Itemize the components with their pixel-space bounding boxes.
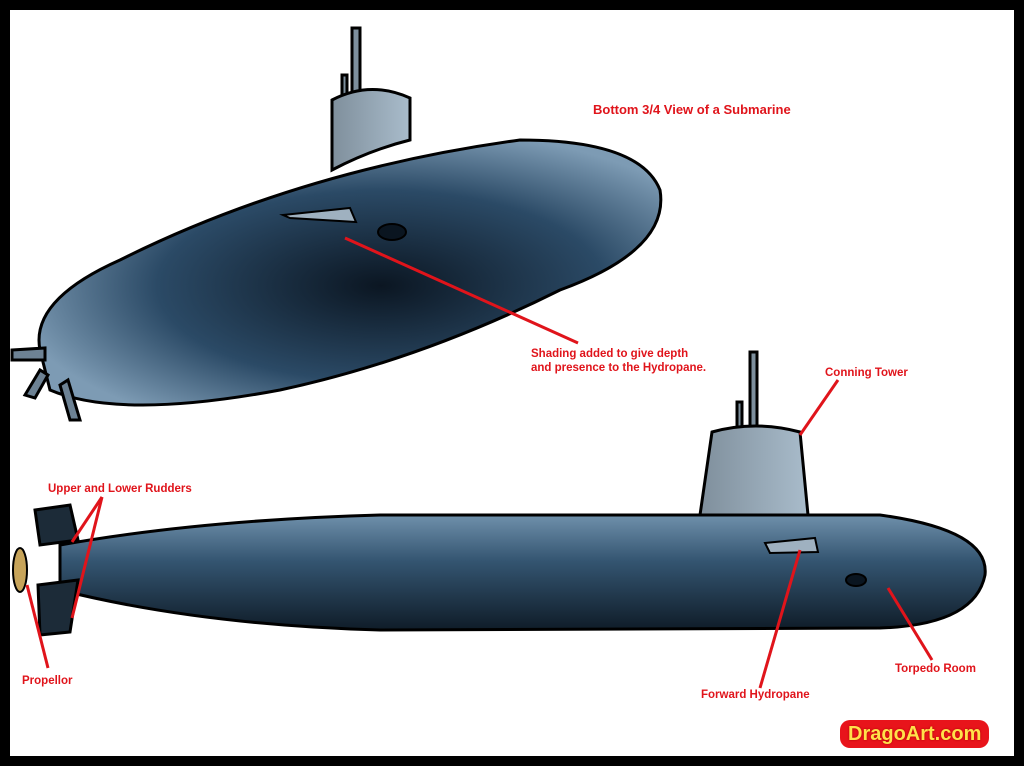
torpedo-opening [377,223,407,241]
periscope [748,350,759,434]
stern-plane [10,346,47,362]
pointer-shading [344,236,579,345]
pointer-forward-hydropane [758,549,802,689]
hull [37,138,663,407]
propeller [12,547,28,593]
label-shading: Shading added to give depth and presence… [531,347,706,375]
hull [58,513,987,632]
upper-rudder [33,503,80,547]
pointer-conning-tower [798,379,840,436]
lower-rudder [36,578,80,637]
label-shading-line2: and presence to the Hydropane. [531,362,707,374]
dragoart-logo: DragoArt.com [840,720,990,748]
hydroplane [279,206,358,224]
pointer-propellor [25,584,50,669]
conning-tower [698,424,810,517]
label-conning-tower: Conning Tower [825,367,908,379]
diagram-title: Bottom 3/4 View of a Submarine [593,102,791,117]
side-submarine [12,350,987,637]
torpedo-opening [845,573,867,587]
top-submarine [10,26,663,422]
pointer-lower-rudder [70,496,104,619]
pointer-upper-rudder [70,496,104,543]
lower-rudder [58,377,83,422]
forward-hydroplane [763,536,820,555]
periscope [350,26,362,100]
label-rudders: Upper and Lower Rudders [48,483,192,495]
conning-tower [330,88,412,173]
stern-fin [22,367,51,400]
label-torpedo-room: Torpedo Room [895,663,976,675]
label-shading-line1: Shading added to give depth [531,348,689,360]
label-propellor: Propellor [22,675,73,687]
pointer-torpedo-room [886,587,934,661]
label-forward-hydropane: Forward Hydropane [701,689,810,701]
pointer-lines [25,236,934,689]
